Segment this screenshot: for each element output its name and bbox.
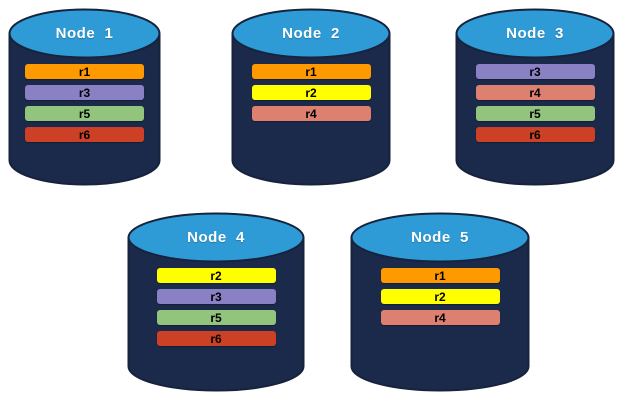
replica-label: r2	[434, 289, 446, 304]
replica-bar-r4[interactable]: r4	[380, 310, 500, 325]
replica-label: r5	[78, 106, 91, 121]
replica-bar-r5[interactable]: r5	[25, 106, 144, 121]
replica-label: r3	[78, 85, 91, 100]
replica-list: r1 r3 r5 r6	[8, 64, 161, 142]
replica-bar-r1[interactable]: r1	[25, 64, 144, 79]
replica-bar-r5[interactable]: r5	[475, 106, 595, 121]
cylinder-top-disc	[350, 212, 530, 263]
replica-bar-r2[interactable]: r2	[380, 289, 500, 304]
replica-bar-r5[interactable]: r5	[156, 310, 276, 325]
replica-label: r4	[434, 310, 446, 325]
replica-bar-r4[interactable]: r4	[251, 106, 371, 121]
replica-label: r4	[529, 85, 541, 100]
replica-label: r6	[529, 127, 541, 142]
replica-label: r3	[210, 289, 222, 304]
replica-list: r2 r3 r5 r6	[127, 268, 305, 346]
replica-label: r2	[210, 268, 222, 283]
replica-bar-r4[interactable]: r4	[475, 85, 595, 100]
replica-list: r3 r4 r5 r6	[455, 64, 615, 142]
replica-bar-r6[interactable]: r6	[156, 331, 276, 346]
replica-list: r1 r2 r4	[350, 268, 530, 325]
replica-label: r1	[78, 64, 91, 79]
replica-label: r5	[529, 106, 541, 121]
replica-bar-r1[interactable]: r1	[251, 64, 371, 79]
replica-list: r1 r2 r4	[231, 64, 391, 121]
cylinder-top-disc	[8, 8, 161, 59]
replica-label: r4	[305, 106, 317, 121]
replica-bar-r6[interactable]: r6	[475, 127, 595, 142]
cylinder-top-disc	[455, 8, 615, 59]
cylinder-top-disc	[231, 8, 391, 59]
replica-bar-r6[interactable]: r6	[25, 127, 144, 142]
cylinder-top-disc	[127, 212, 305, 263]
replica-bar-r2[interactable]: r2	[156, 268, 276, 283]
replica-label: r5	[210, 310, 222, 325]
replica-bar-r3[interactable]: r3	[156, 289, 276, 304]
replica-label: r1	[434, 268, 446, 283]
replica-label: r6	[210, 331, 222, 346]
replica-label: r1	[305, 64, 317, 79]
replica-label: r3	[529, 64, 541, 79]
replica-bar-r3[interactable]: r3	[25, 85, 144, 100]
replica-label: r6	[78, 127, 91, 142]
replica-bar-r3[interactable]: r3	[475, 64, 595, 79]
replica-bar-r2[interactable]: r2	[251, 85, 371, 100]
replica-bar-r1[interactable]: r1	[380, 268, 500, 283]
replica-label: r2	[305, 85, 317, 100]
